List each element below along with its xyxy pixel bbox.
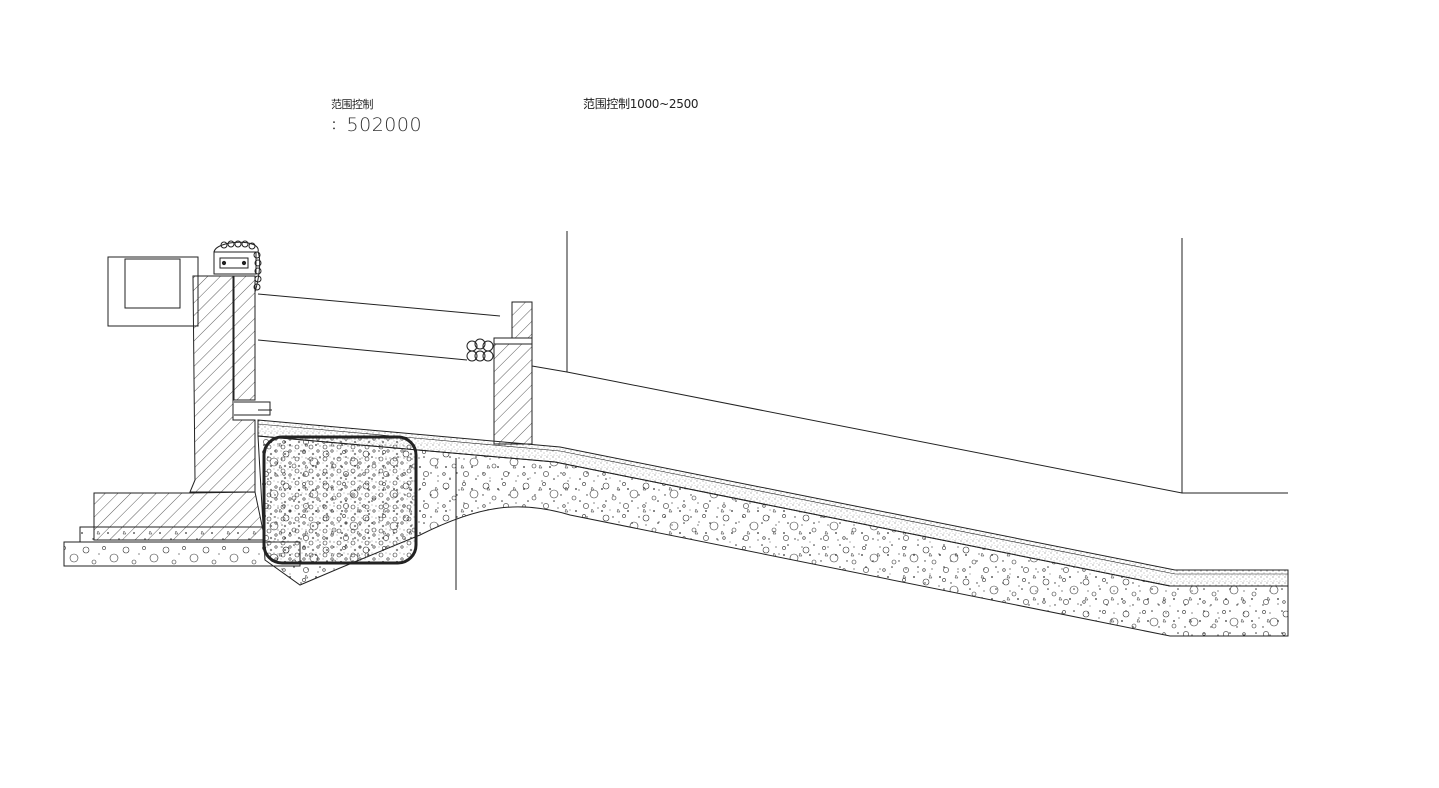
range-control-label-left: 范围控制 xyxy=(331,98,374,111)
range-value-prefix: ： xyxy=(331,118,344,132)
left-box xyxy=(107,256,199,327)
pavement-line xyxy=(257,423,1288,575)
range-control-label-right: 范围控制1000~2500 xyxy=(583,97,699,111)
wall-coping xyxy=(213,240,262,293)
highlight-box xyxy=(262,435,418,565)
range-value-number: 502000 xyxy=(346,114,423,136)
top-slope-line xyxy=(531,365,1288,494)
rail-lower xyxy=(257,339,468,361)
right-post xyxy=(466,301,533,445)
ledge xyxy=(234,401,271,416)
range-control-value-left: ：502000 xyxy=(331,114,422,136)
rail-upper xyxy=(257,293,501,317)
